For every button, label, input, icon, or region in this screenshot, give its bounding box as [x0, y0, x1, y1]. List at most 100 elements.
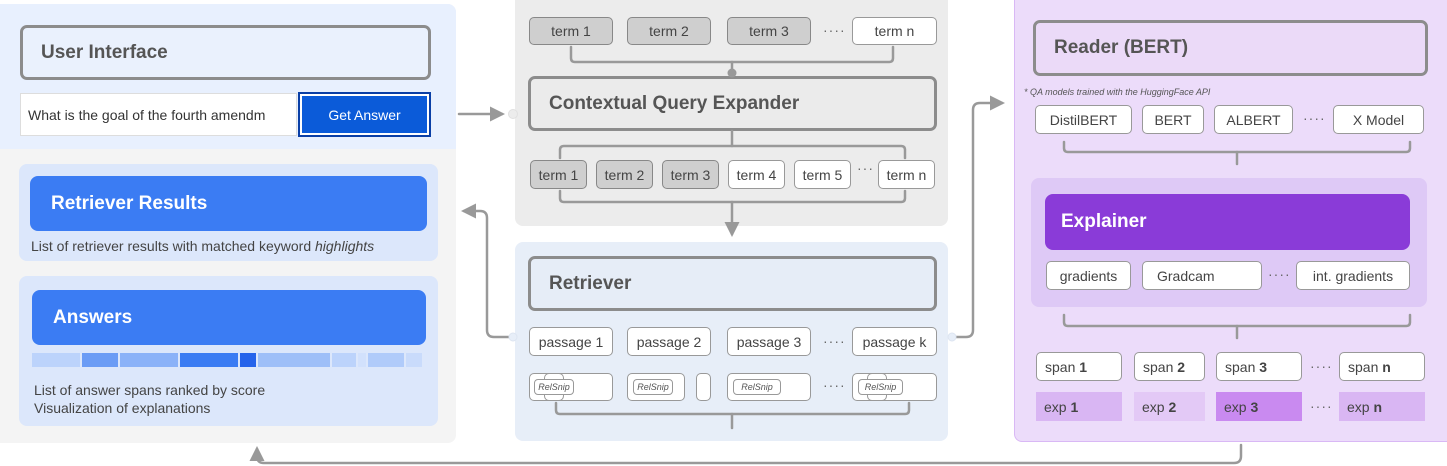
span-n: span n — [1339, 352, 1425, 381]
relsnip-tag-2: RelSnip — [633, 379, 673, 395]
score-bar-segment — [332, 353, 356, 367]
span-1: span 1 — [1036, 352, 1122, 381]
retriever-results-header[interactable]: Retriever Results — [30, 176, 427, 231]
exp-1: exp 1 — [1036, 392, 1122, 421]
explainer-header[interactable]: Explainer — [1045, 194, 1410, 250]
model-x: X Model — [1333, 105, 1424, 134]
methods-ellipsis: ···· — [1268, 266, 1291, 282]
passage-3: passage 3 — [727, 327, 811, 356]
exp-2-num: 2 — [1168, 398, 1177, 415]
expander-title-label: Contextual Query Expander — [549, 92, 800, 114]
exp-2-word: exp — [1142, 398, 1165, 415]
relsnip-tag-k: RelSnip — [858, 379, 903, 395]
exp-1-num: 1 — [1070, 398, 1079, 415]
reader-title-label: Reader (BERT) — [1054, 37, 1189, 58]
bracket-output-terms-top — [558, 144, 907, 160]
answers-caption-line1: List of answer spans ranked by score — [34, 382, 266, 398]
arrow-reader-to-ui — [249, 443, 1243, 465]
input-term-2: term 2 — [627, 17, 711, 45]
span-n-word: span — [1348, 358, 1379, 375]
junction-retriever-right — [947, 332, 957, 342]
score-bar-segment — [120, 353, 178, 367]
retriever-results-title: Retriever Results — [51, 192, 208, 214]
reader-note: * QA models trained with the HuggingFace… — [1024, 87, 1211, 97]
answer-score-bar — [32, 353, 424, 367]
retriever-title-label: Retriever — [549, 272, 632, 294]
answers-title: Answers — [53, 306, 133, 328]
get-answer-button[interactable]: Get Answer — [298, 92, 431, 137]
bracket-input-terms — [569, 45, 895, 64]
output-terms-ellipsis: ··· — [857, 160, 874, 176]
junction-retriever-left — [508, 332, 518, 342]
retriever-results-caption: List of retriever results with matched k… — [31, 238, 374, 254]
method-int-gradients: int. gradients — [1296, 261, 1410, 290]
exp-3-num: 3 — [1250, 398, 1259, 415]
snippet-segment-2b — [696, 373, 711, 401]
spans-ellipsis: ···· — [1310, 358, 1333, 374]
arrow-retriever-to-reader — [950, 95, 1005, 339]
passage-1: passage 1 — [529, 327, 613, 356]
exp-n-word: exp — [1347, 398, 1370, 415]
exp-1-word: exp — [1044, 398, 1067, 415]
reader-title: Reader (BERT) — [1033, 20, 1428, 76]
score-bar-segment — [358, 353, 366, 367]
passages-ellipsis: ···· — [823, 333, 846, 349]
answers-header[interactable]: Answers — [32, 290, 426, 345]
exp-n: exp n — [1339, 392, 1425, 421]
output-term-n: term n — [878, 160, 935, 189]
span-3-num: 3 — [1259, 358, 1268, 375]
input-term-3: term 3 — [727, 17, 811, 45]
exp-3-word: exp — [1224, 398, 1247, 415]
explainer-title: Explainer — [1061, 211, 1147, 232]
score-bar-segment — [180, 353, 238, 367]
span-3: span 3 — [1216, 352, 1302, 381]
output-term-5: term 5 — [794, 160, 851, 189]
junction-ui — [508, 109, 518, 119]
span-2-word: span — [1143, 358, 1174, 375]
model-bert: BERT — [1142, 105, 1204, 134]
retriever-title: Retriever — [528, 256, 937, 311]
input-terms-ellipsis: ···· — [823, 22, 846, 38]
score-bar-segment — [368, 353, 404, 367]
score-bar-segment — [406, 353, 422, 367]
score-bar-segment — [82, 353, 118, 367]
exp-n-num: n — [1373, 398, 1383, 415]
output-term-1: term 1 — [530, 160, 587, 189]
relsnip-tag-1: RelSnip — [534, 379, 574, 395]
models-ellipsis: ···· — [1303, 110, 1326, 126]
ui-title: User Interface — [20, 25, 431, 80]
input-term-1: term 1 — [529, 17, 613, 45]
output-term-2: term 2 — [596, 160, 653, 189]
span-2: span 2 — [1134, 352, 1205, 381]
input-term-n: term n — [852, 17, 937, 45]
exp-3: exp 3 — [1216, 392, 1302, 421]
span-1-num: 1 — [1079, 358, 1088, 375]
snippets-ellipsis: ···· — [823, 377, 846, 393]
get-answer-button-label: Get Answer — [328, 106, 401, 123]
bracket-models — [1062, 140, 1412, 154]
exps-ellipsis: ···· — [1310, 398, 1333, 414]
model-albert: ALBERT — [1214, 105, 1293, 134]
answers-caption-line2: Visualization of explanations — [34, 400, 211, 416]
output-term-4: term 4 — [728, 160, 785, 189]
retriever-results-caption-text: List of retriever results with matched k… — [31, 238, 315, 254]
passage-k: passage k — [852, 327, 937, 356]
score-bar-segment — [32, 353, 80, 367]
junction-terms — [727, 68, 737, 78]
query-input-value: What is the goal of the fourth amendm — [28, 106, 266, 123]
output-term-3: term 3 — [662, 160, 719, 189]
span-2-num: 2 — [1177, 358, 1186, 375]
ui-title-label: User Interface — [41, 41, 168, 63]
model-distilbert: DistilBERT — [1035, 105, 1132, 134]
exp-2: exp 2 — [1134, 392, 1205, 421]
score-bar-segment — [240, 353, 256, 367]
passage-2: passage 2 — [627, 327, 711, 356]
span-n-num: n — [1382, 358, 1391, 375]
span-1-word: span — [1045, 358, 1076, 375]
bracket-explainer — [1062, 313, 1412, 328]
score-bar-segment — [258, 353, 330, 367]
bracket-snippets — [554, 401, 911, 416]
method-gradcam: Gradcam — [1142, 261, 1262, 290]
query-input[interactable]: What is the goal of the fourth amendm — [20, 93, 297, 136]
